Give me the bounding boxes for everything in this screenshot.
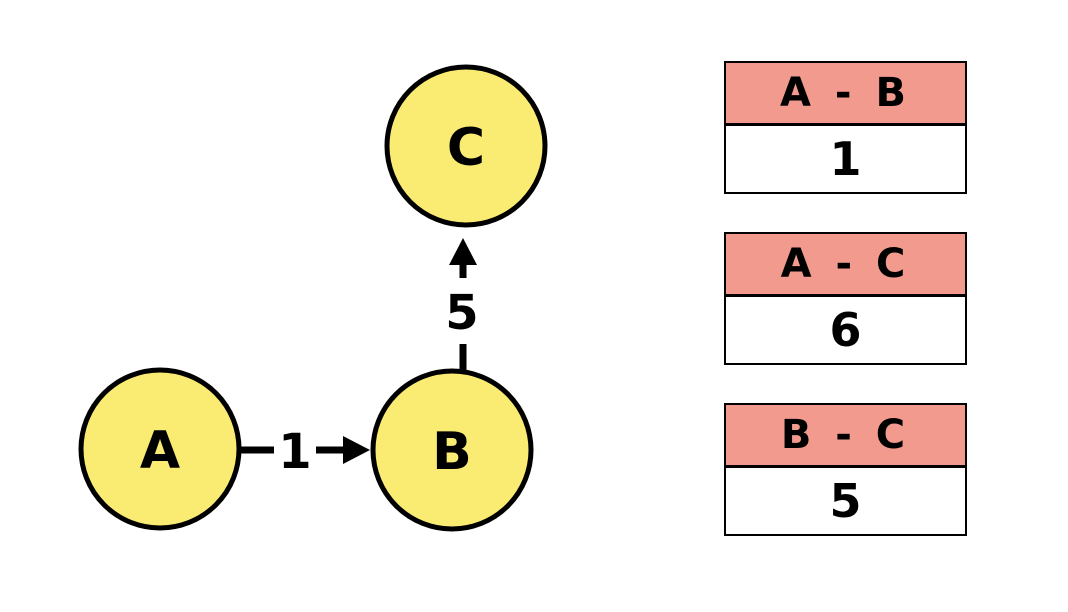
edge-a-b: 1 xyxy=(240,424,370,480)
edge-b-c-weight-label: 5 xyxy=(445,285,478,341)
weight-table-a-b-value: 1 xyxy=(829,132,862,186)
node-a-label: A xyxy=(140,421,180,481)
edge-b-c: 5 xyxy=(445,238,479,373)
weight-table-b-c: B - C 5 xyxy=(724,403,967,536)
edge-b-c-arrowhead-icon xyxy=(449,238,477,265)
node-b-circle xyxy=(370,368,534,532)
node-c: C xyxy=(384,64,548,228)
weight-table-a-c-header: A - C xyxy=(726,234,965,297)
node-b-label: B xyxy=(432,422,472,482)
node-b: B xyxy=(370,368,534,532)
weight-table-b-c-value: 5 xyxy=(829,474,862,528)
node-a: A xyxy=(78,367,242,531)
edge-a-b-arrowhead-icon xyxy=(343,436,370,464)
weight-table-b-c-header: B - C xyxy=(726,405,965,468)
node-c-circle xyxy=(384,64,548,228)
node-a-circle xyxy=(78,367,242,531)
weight-table-a-c-value: 6 xyxy=(829,303,862,357)
weight-table-a-b-header: A - B xyxy=(726,63,965,126)
weight-table-a-b: A - B 1 xyxy=(724,61,967,194)
edge-a-b-weight-label: 1 xyxy=(278,424,311,480)
weight-table-a-c: A - C 6 xyxy=(724,232,967,365)
node-c-label: C xyxy=(447,118,485,178)
